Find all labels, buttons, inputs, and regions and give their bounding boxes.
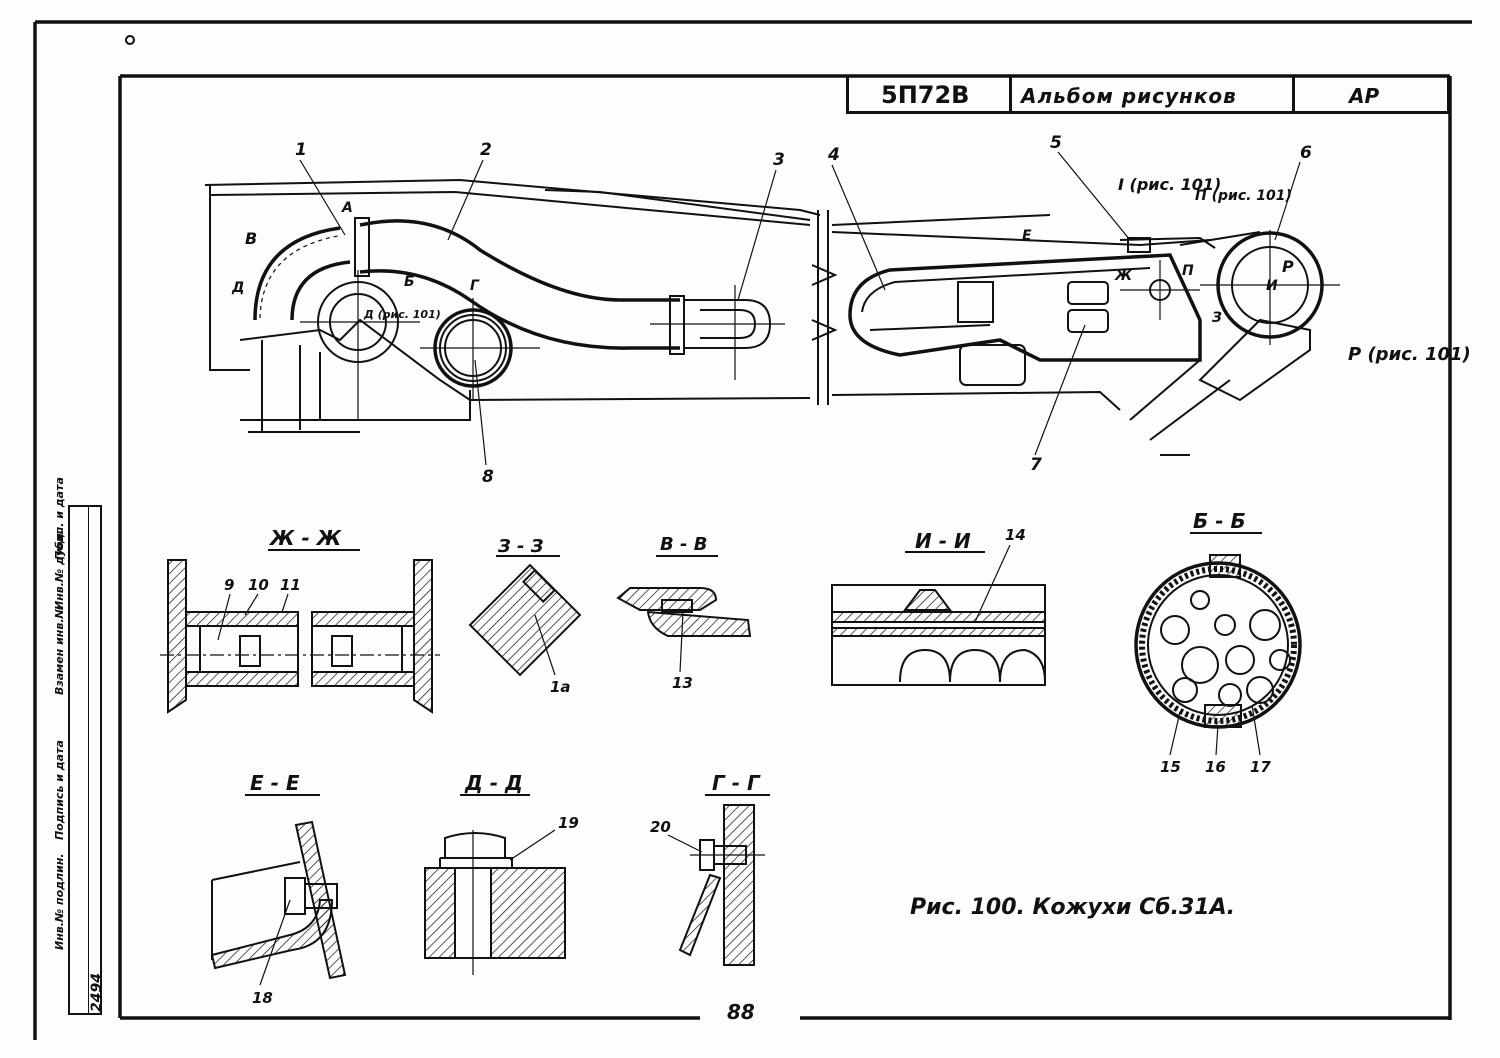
mark-G: Г bbox=[470, 278, 480, 294]
section-b-b: Б - Б 15 16 17 bbox=[1134, 509, 1302, 776]
mark-D: Д bbox=[231, 280, 244, 296]
mark-Zh: Ж bbox=[1114, 268, 1133, 284]
label-17: 17 bbox=[1250, 758, 1271, 776]
label-14: 14 bbox=[1005, 526, 1026, 544]
section-v-v: В - В 13 bbox=[616, 534, 752, 692]
ref-view-i: I (рис. 101) bbox=[1118, 175, 1221, 194]
section-title-b: Б - Б bbox=[1193, 509, 1246, 533]
part-label-8: 8 bbox=[482, 467, 494, 487]
mark-I: И bbox=[1266, 278, 1278, 294]
mark-Z: З bbox=[1212, 310, 1222, 326]
part-label-2: 2 bbox=[480, 140, 492, 160]
mark-A: А bbox=[341, 200, 353, 216]
label-1a: 1а bbox=[550, 678, 571, 696]
mark-P: П bbox=[1182, 263, 1194, 279]
section-zh-zh: Ж - Ж 9 10 11 bbox=[160, 526, 440, 714]
label-16: 16 bbox=[1205, 758, 1226, 776]
part-label-7: 7 bbox=[1030, 455, 1042, 475]
title-block-album-cell: Альбом рисунков bbox=[1009, 76, 1295, 112]
part-label-3: 3 bbox=[773, 150, 785, 170]
section-g-g: Г - Г 20 bbox=[650, 771, 770, 966]
label-13: 13 bbox=[672, 674, 693, 692]
album-name: Альбом рисунков bbox=[1021, 84, 1237, 108]
section-title-z: З - З bbox=[497, 536, 544, 557]
ref-view-r: Р (рис. 101) bbox=[1348, 344, 1471, 365]
part-label-6: 6 bbox=[1300, 143, 1312, 163]
label-9: 9 bbox=[224, 576, 234, 594]
label-20: 20 bbox=[650, 818, 671, 836]
drawing-code: 5П72В bbox=[881, 81, 970, 109]
figure-caption: Рис. 100. Кожухи Сб.31А. bbox=[910, 895, 1235, 920]
label-11: 11 bbox=[280, 576, 301, 594]
mark-E: Е bbox=[1022, 228, 1032, 244]
main-view-labels: 1 2 3 4 5 6 7 8 I (рис. 101) П (рис. 101… bbox=[231, 133, 1471, 487]
page-number: 88 bbox=[727, 1000, 755, 1024]
main-view-left bbox=[204, 178, 838, 433]
side-stamp bbox=[68, 505, 102, 1015]
part-label-1: 1 bbox=[295, 140, 307, 160]
section-title-zh: Ж - Ж bbox=[268, 526, 342, 550]
label-15: 15 bbox=[1160, 758, 1181, 776]
title-block: 5П72В Альбом рисунков АР bbox=[846, 76, 1450, 114]
section-title-v: В - В bbox=[660, 534, 707, 555]
main-view-right bbox=[831, 214, 1340, 456]
mark-B-upper: Б bbox=[404, 274, 415, 290]
label-10: 10 bbox=[248, 576, 269, 594]
label-19: 19 bbox=[558, 814, 579, 832]
section-i-i: И - И 14 bbox=[831, 526, 1046, 686]
mark-V: В bbox=[245, 229, 257, 248]
part-label-5: 5 bbox=[1050, 133, 1062, 153]
ref-view-d: Д (рис. 101) bbox=[363, 308, 441, 321]
label-18: 18 bbox=[252, 989, 273, 1007]
section-title-d: Д - Д bbox=[464, 771, 523, 795]
side-stamp-inner-line bbox=[88, 507, 89, 1013]
mark-R: Р bbox=[1282, 257, 1294, 276]
sheet-frame bbox=[33, 20, 1472, 1040]
ref-view-p: П (рис. 101) bbox=[1195, 188, 1292, 204]
section-d-d: Д - Д 19 bbox=[424, 771, 579, 975]
section-title-e: Е - Е bbox=[250, 771, 300, 795]
section-z-z: З - З 1а bbox=[468, 536, 582, 696]
section-title-g: Г - Г bbox=[712, 771, 761, 795]
section-e-e: Е - Е 18 bbox=[210, 771, 347, 1007]
title-block-code-cell: 5П72В bbox=[849, 76, 1012, 112]
section-title-i: И - И bbox=[915, 529, 971, 553]
sheet-code: АР bbox=[1349, 84, 1380, 108]
part-label-4: 4 bbox=[827, 145, 840, 165]
